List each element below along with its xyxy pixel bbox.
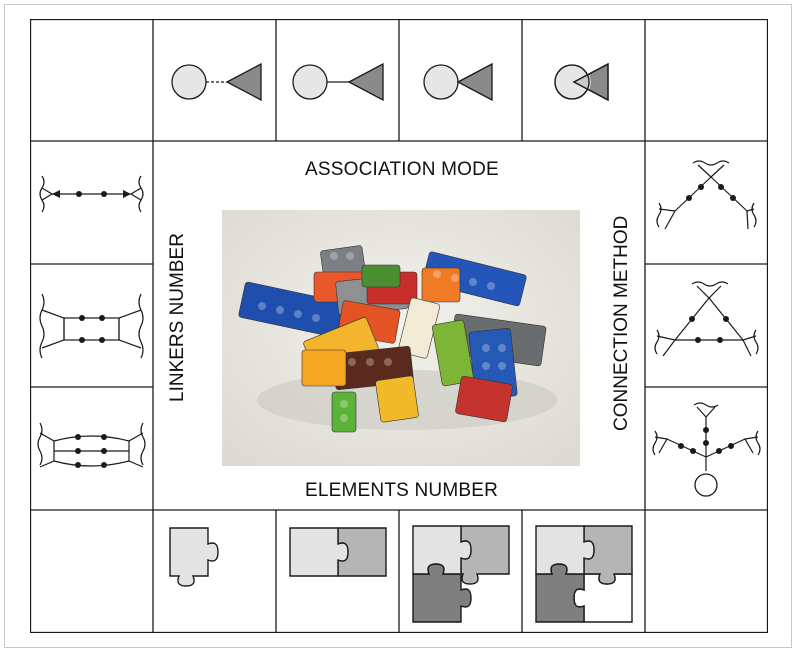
association-cell-2 bbox=[276, 19, 399, 141]
elements-cell-4 bbox=[522, 510, 645, 633]
connection-cell-1 bbox=[645, 141, 768, 264]
double-linker-icon bbox=[39, 293, 144, 359]
linkers-number-label: LINKERS NUMBER bbox=[167, 233, 188, 402]
association-cell-4 bbox=[522, 19, 645, 141]
association-cell-1 bbox=[153, 19, 276, 141]
elements-cell-2 bbox=[276, 510, 399, 633]
corner-cell-top-left bbox=[30, 19, 153, 141]
connection-cell-2 bbox=[645, 264, 768, 387]
corner-cell-bottom-right bbox=[645, 510, 768, 633]
connection-method-label: CONNECTION METHOD bbox=[611, 215, 632, 431]
triple-linker-icon bbox=[37, 422, 146, 468]
association-mode-label: ASSOCIATION MODE bbox=[305, 159, 499, 180]
circle-dashed-triangle-icon bbox=[171, 62, 262, 102]
corner-cell-top-right bbox=[645, 19, 768, 141]
single-linker-icon bbox=[39, 175, 144, 213]
corner-cell-bottom-left bbox=[30, 510, 153, 633]
elements-cell-1 bbox=[153, 510, 276, 633]
board-grid bbox=[30, 19, 768, 633]
connection-chain-icon bbox=[656, 160, 757, 230]
linker-cell-3 bbox=[30, 387, 153, 510]
circle-touching-triangle-icon bbox=[423, 62, 493, 102]
lego-bricks-photo bbox=[222, 210, 580, 466]
linker-cell-1 bbox=[30, 141, 153, 264]
elements-cell-3 bbox=[399, 510, 522, 633]
two-puzzle-pieces-icon bbox=[289, 527, 387, 577]
three-puzzle-pieces-icon bbox=[412, 525, 510, 623]
circle-line-triangle-icon bbox=[292, 62, 384, 102]
association-cell-3 bbox=[399, 19, 522, 141]
connection-cell-3 bbox=[645, 387, 768, 510]
connection-star-icon bbox=[652, 402, 761, 497]
one-puzzle-piece-icon bbox=[169, 527, 219, 587]
elements-number-label: ELEMENTS NUMBER bbox=[305, 480, 499, 501]
connection-triangle-icon bbox=[654, 281, 759, 357]
circle-overlapping-triangle-icon bbox=[554, 62, 609, 102]
linker-cell-2 bbox=[30, 264, 153, 387]
four-puzzle-pieces-icon bbox=[535, 525, 633, 623]
figure-frame bbox=[4, 4, 792, 648]
